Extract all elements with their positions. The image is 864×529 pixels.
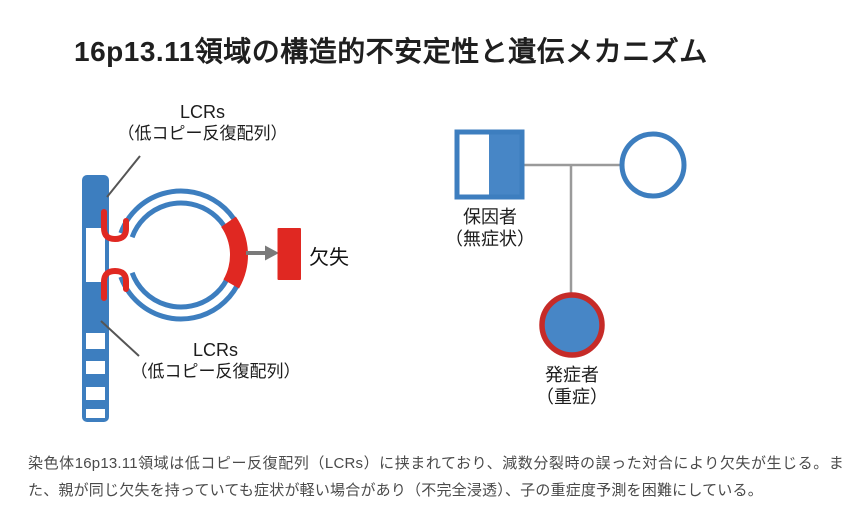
lcrs-top-pointer-line bbox=[106, 155, 141, 198]
lcrs-top-label-line2: （低コピー反復配列） bbox=[117, 124, 288, 143]
chromosome-band-stripe bbox=[86, 409, 105, 418]
deletion-segment bbox=[221, 216, 249, 289]
lcr-hook-bottom bbox=[101, 267, 129, 301]
page-title: 16p13.11領域の構造的不安定性と遺伝メカニズム bbox=[74, 36, 708, 67]
carrier-label-line2: （無症状） bbox=[445, 229, 535, 249]
affected-label-line2: （重症） bbox=[536, 387, 608, 407]
arrow-head-icon bbox=[265, 245, 279, 261]
lcrs-bottom-pointer-line bbox=[100, 320, 140, 357]
lcrs-bottom-label-line1: LCRs bbox=[192, 340, 238, 360]
loop-inner-arc bbox=[129, 200, 236, 310]
lcrs-top-label: LCRs （低コピー反復配列） bbox=[105, 101, 300, 145]
chromosome-band-stripe bbox=[86, 361, 105, 374]
affected-label: 発症者 （重症） bbox=[507, 364, 637, 408]
lcrs-top-label-line1: LCRs bbox=[179, 102, 225, 122]
loop-outer-arc bbox=[118, 188, 248, 322]
lcrs-bottom-label-line2: （低コピー反復配列） bbox=[130, 362, 301, 381]
lcr-hook-top bbox=[101, 209, 129, 243]
deletion-label: 欠失 bbox=[309, 247, 349, 269]
lcrs-bottom-label: LCRs （低コピー反復配列） bbox=[118, 339, 313, 383]
carrier-label-line1: 保因者 bbox=[463, 207, 517, 227]
affected-child-symbol bbox=[539, 292, 605, 358]
pedigree-figure bbox=[454, 129, 687, 358]
explanatory-text: 染色体16p13.11領域は低コピー反復配列（LCRs）に挟まれており、減数分裂… bbox=[28, 455, 844, 500]
chromosome-white-band bbox=[86, 228, 105, 282]
chromosome-loop-figure bbox=[82, 155, 301, 422]
carrier-father-half-fill bbox=[489, 134, 520, 195]
carrier-label: 保因者 （無症状） bbox=[425, 206, 555, 250]
deletion-box bbox=[277, 228, 301, 280]
mother-symbol bbox=[619, 131, 687, 199]
chromosome-band-stripe bbox=[86, 333, 105, 349]
affected-label-line1: 発症者 bbox=[545, 365, 599, 385]
chromosome-band-stripe bbox=[86, 387, 105, 400]
